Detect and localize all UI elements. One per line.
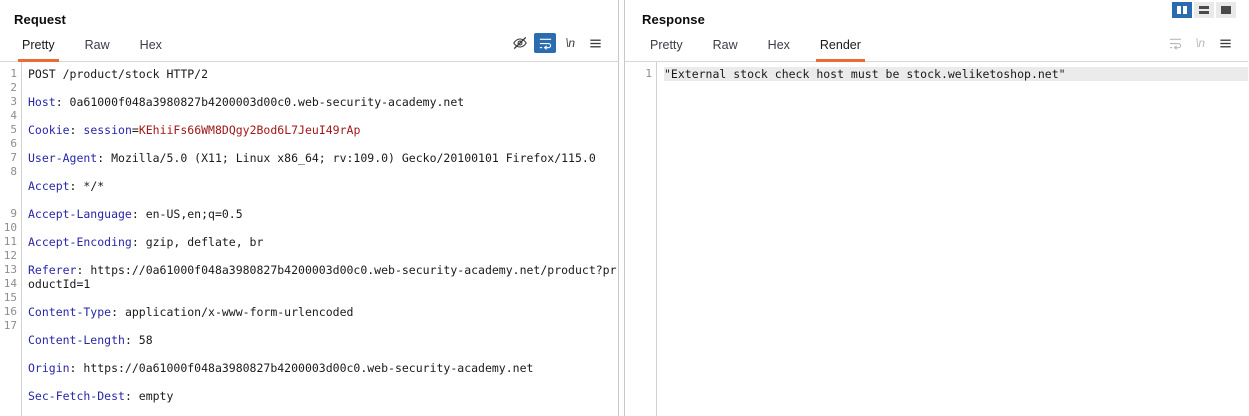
newline-icon: \n xyxy=(1195,36,1205,50)
code-token: Content-Type xyxy=(28,305,112,319)
tab-response-hex[interactable]: Hex xyxy=(767,38,790,52)
response-tabs: Pretty Raw Hex Render xyxy=(635,36,876,62)
code-line[interactable]: Content-Type: application/x-www-form-url… xyxy=(28,305,618,319)
hide-icon[interactable] xyxy=(509,33,531,53)
request-code[interactable]: POST /product/stock HTTP/2 Host: 0a61000… xyxy=(22,62,618,416)
code-token: POST /product/stock HTTP/2 xyxy=(28,67,209,81)
line-number: 9 xyxy=(10,207,17,220)
layout-buttons xyxy=(1172,2,1236,18)
code-token: : gzip, deflate, br xyxy=(131,235,264,249)
code-token: : https://0a61000f048a3980827b4200003d00… xyxy=(28,263,617,291)
response-pane: Response Pretty Raw Hex Render \n xyxy=(625,0,1248,416)
line-number-continuation: . xyxy=(0,193,17,207)
line-number: 1 xyxy=(10,67,17,80)
response-line-numbers: 1 xyxy=(625,62,657,416)
code-token: Cookie xyxy=(28,123,70,137)
single-pane-icon xyxy=(1220,3,1232,18)
code-line[interactable]: POST /product/stock HTTP/2 xyxy=(28,67,618,81)
line-number: 11 xyxy=(3,235,17,248)
code-line[interactable]: Accept-Encoding: gzip, deflate, br xyxy=(28,235,618,249)
tab-response-pretty[interactable]: Pretty xyxy=(650,38,683,52)
pane-splitter[interactable] xyxy=(618,0,625,416)
code-token: Content-Length xyxy=(28,333,125,347)
code-line[interactable]: Accept: */* xyxy=(28,179,618,193)
newline-icon[interactable]: \n xyxy=(565,36,575,50)
line-number: 10 xyxy=(3,221,17,234)
code-token: Host xyxy=(28,95,56,109)
code-token: Accept-Language xyxy=(28,207,132,221)
code-line[interactable]: Referer: https://0a61000f048a3980827b420… xyxy=(28,263,618,291)
line-number: 4 xyxy=(10,109,17,122)
response-tabstrip: Pretty Raw Hex Render \n xyxy=(625,36,1248,62)
code-token: Referer xyxy=(28,263,77,277)
split-horizontal-icon xyxy=(1198,3,1210,18)
code-token: : xyxy=(69,123,84,137)
code-token: : application/x-www-form-urlencoded xyxy=(111,305,354,319)
line-number: 15 xyxy=(3,291,17,304)
request-pane: Request Pretty Raw Hex xyxy=(0,0,618,416)
code-token: "External stock check host must be stock… xyxy=(664,67,1066,81)
code-line[interactable]: Content-Length: 58 xyxy=(28,333,618,347)
code-token: Sec-Fetch-Dest xyxy=(28,389,125,403)
code-token: : */* xyxy=(69,179,105,193)
code-token: Accept xyxy=(28,179,70,193)
tab-request-hex[interactable]: Hex xyxy=(139,38,162,52)
code-token: : Mozilla/5.0 (X11; Linux x86_64; rv:109… xyxy=(97,151,596,165)
split-vertical-icon xyxy=(1176,3,1188,18)
layout-split-horizontal-button[interactable] xyxy=(1194,2,1214,18)
line-number: 3 xyxy=(10,95,17,108)
line-number: 8 xyxy=(10,165,17,178)
line-number: 1 xyxy=(645,67,652,80)
word-wrap-icon[interactable] xyxy=(534,33,556,53)
line-number: 5 xyxy=(10,123,17,136)
code-token: : 0a61000f048a3980827b4200003d00c0.web-s… xyxy=(55,95,465,109)
menu-icon[interactable] xyxy=(584,33,606,53)
layout-single-pane-button[interactable] xyxy=(1216,2,1236,18)
code-token: session xyxy=(83,123,132,137)
line-number: 17 xyxy=(3,319,17,332)
code-token: = xyxy=(131,123,139,137)
tab-response-render[interactable]: Render xyxy=(815,37,865,62)
tab-request-pretty[interactable]: Pretty xyxy=(18,37,59,62)
code-line[interactable]: Accept-Language: en-US,en;q=0.5 xyxy=(28,207,618,221)
code-token: Origin xyxy=(28,361,70,375)
request-tabstrip: Pretty Raw Hex xyxy=(0,33,618,62)
line-number: 12 xyxy=(3,249,17,262)
request-tool-icons: \n xyxy=(509,33,618,53)
code-line[interactable]: Cookie: session=KEhiiFs66WM8DQgy2Bod6L7J… xyxy=(28,123,618,137)
line-number: 6 xyxy=(10,137,17,150)
line-number: 2 xyxy=(10,81,17,94)
response-title: Response xyxy=(642,12,705,27)
tab-request-raw[interactable]: Raw xyxy=(84,38,110,52)
response-tool-icons: \n xyxy=(1164,33,1248,53)
code-token: User-Agent xyxy=(28,151,98,165)
code-token: : 58 xyxy=(124,333,153,347)
code-line[interactable]: User-Agent: Mozilla/5.0 (X11; Linux x86_… xyxy=(28,151,618,165)
response-editor[interactable]: 1 "External stock check host must be sto… xyxy=(625,62,1248,416)
code-line[interactable]: Origin: https://0a61000f048a3980827b4200… xyxy=(28,361,618,375)
code-line[interactable]: "External stock check host must be stock… xyxy=(664,67,1248,81)
request-title: Request xyxy=(14,12,66,27)
line-number: 14 xyxy=(3,277,17,290)
word-wrap-icon xyxy=(1164,33,1186,53)
line-number-continuation: . xyxy=(0,179,17,193)
tab-response-raw[interactable]: Raw xyxy=(712,38,738,52)
line-number: 13 xyxy=(3,263,17,276)
code-token: KEhiiFs66WM8DQgy2Bod6L7JeuI49rAp xyxy=(138,123,361,137)
layout-split-vertical-button[interactable] xyxy=(1172,2,1192,18)
code-token: Accept-Encoding xyxy=(28,235,132,249)
code-token: : empty xyxy=(124,389,174,403)
code-token: : https://0a61000f048a3980827b4200003d00… xyxy=(69,361,534,375)
response-code[interactable]: "External stock check host must be stock… xyxy=(657,62,1248,416)
line-number: 16 xyxy=(3,305,17,318)
code-line[interactable]: Sec-Fetch-Dest: empty xyxy=(28,389,618,403)
menu-icon[interactable] xyxy=(1214,33,1236,53)
code-token: : en-US,en;q=0.5 xyxy=(131,207,243,221)
line-number: 7 xyxy=(10,151,17,164)
request-tabs: Pretty Raw Hex xyxy=(7,36,177,62)
code-line[interactable]: Host: 0a61000f048a3980827b4200003d00c0.w… xyxy=(28,95,618,109)
